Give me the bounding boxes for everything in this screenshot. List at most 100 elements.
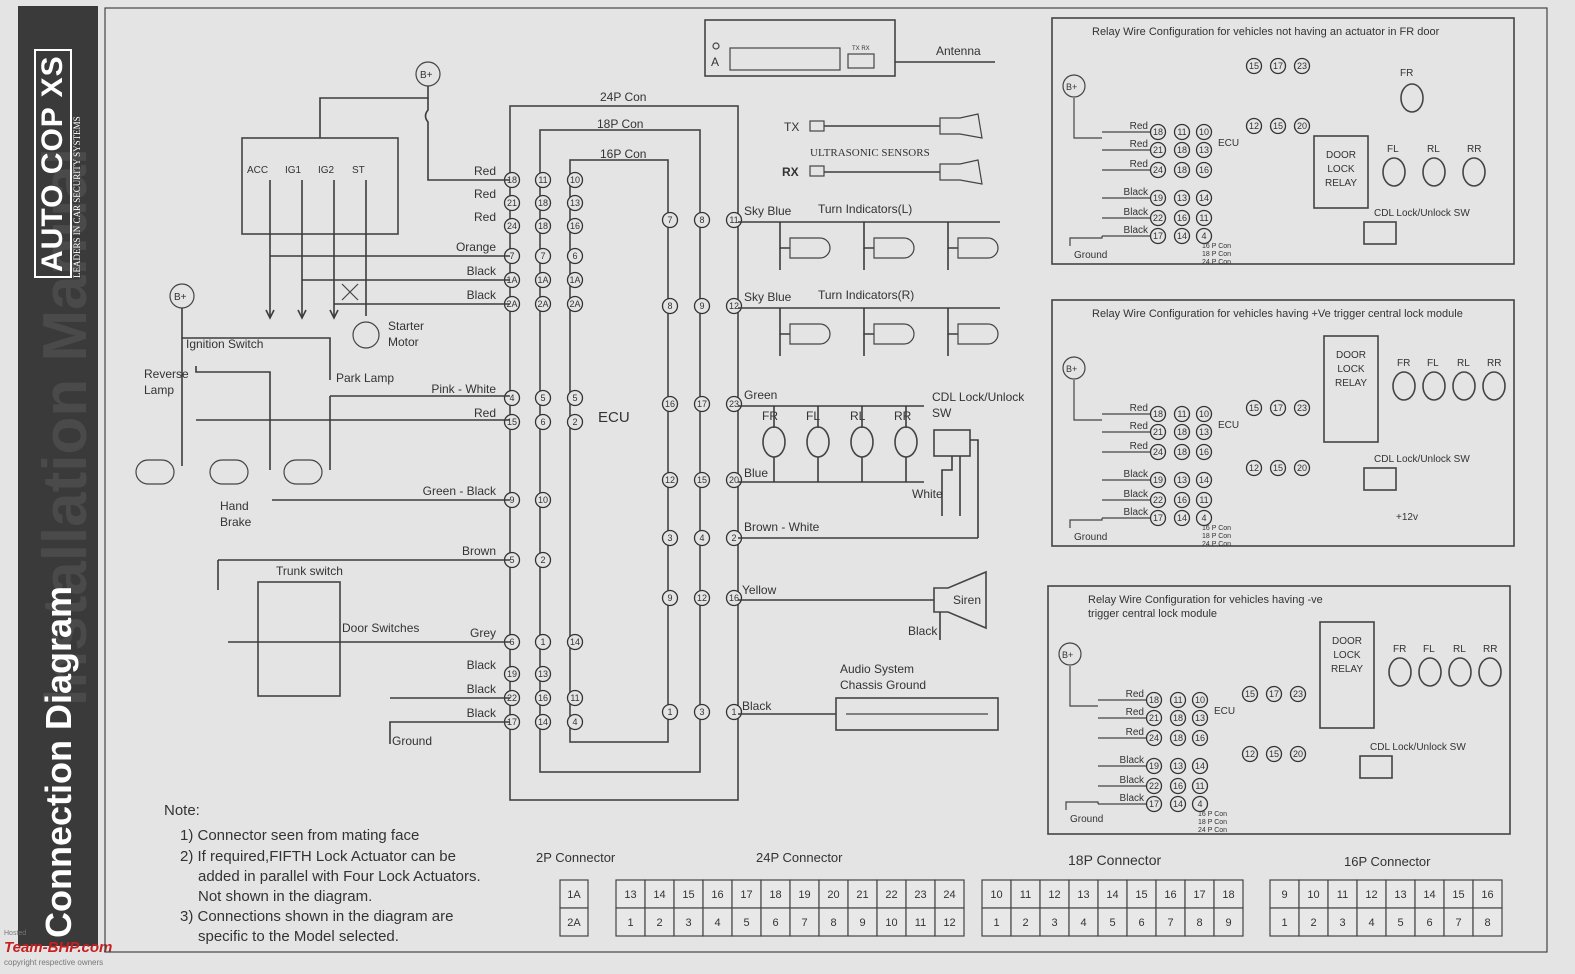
relay-wire-label: Red <box>1130 139 1148 150</box>
relay-pin-18p: 13 <box>1173 189 1191 207</box>
ground-label-left: Ground <box>392 734 432 748</box>
svg-text:14: 14 <box>1177 231 1187 241</box>
svg-text:9: 9 <box>667 593 672 603</box>
relay-pin-24p: 17 <box>1149 509 1167 527</box>
pin-mid-a-9: 9 <box>661 589 679 607</box>
svg-text:13: 13 <box>1173 761 1183 771</box>
relay-pin-24p: 22 <box>1145 777 1163 795</box>
relay-pin-24p: 19 <box>1149 189 1167 207</box>
label-16p-con: 16P Con <box>600 147 646 161</box>
svg-text:14: 14 <box>653 889 665 901</box>
motor-label-FR: FR <box>762 409 778 423</box>
cdl-switch-icon <box>933 429 971 457</box>
svg-text:17: 17 <box>697 399 707 409</box>
relay-ground-label: Ground <box>1074 250 1107 261</box>
pin-18p-18: 18 <box>534 194 552 212</box>
pin-24p-24: 24 <box>503 217 521 235</box>
connector-24p-frame <box>509 105 739 801</box>
lock-motor-icon <box>850 426 874 458</box>
relay-ground-label: Ground <box>1074 532 1107 543</box>
pin-mid-b-8: 8 <box>693 211 711 229</box>
note-title: Note: <box>164 802 200 819</box>
svg-text:11: 11 <box>1020 889 1031 901</box>
door-lock-relay-box <box>1319 621 1375 729</box>
diagram-frame <box>104 7 1548 953</box>
svg-text:17: 17 <box>1153 513 1163 523</box>
svg-text:15: 15 <box>682 889 694 901</box>
pin-24p-4: 4 <box>503 389 521 407</box>
pin-16p-11: 11 <box>566 689 584 707</box>
relay-pin-bottom: 15 <box>1269 459 1287 477</box>
relay-con-label: 18 P Con <box>1202 533 1231 540</box>
pin-18p-16: 16 <box>534 689 552 707</box>
turn-indicators-right <box>779 308 999 356</box>
relay-panel-title: Relay Wire Configuration for vehicles ha… <box>1092 308 1463 320</box>
relay-cdl-switch-icon <box>1363 221 1397 245</box>
footer-host: Hosted <box>4 930 27 937</box>
svg-text:2A: 2A <box>569 299 580 309</box>
svg-text:4: 4 <box>572 717 577 727</box>
antenna-led-icon <box>712 42 720 50</box>
relay-pin-16p: 11 <box>1195 491 1213 509</box>
relay-cdl-label: CDL Lock/Unlock SW <box>1374 208 1470 219</box>
relay-pin-18p: 18 <box>1173 161 1191 179</box>
lock-motor-icon <box>894 426 918 458</box>
svg-text:15: 15 <box>697 475 707 485</box>
svg-text:2A: 2A <box>506 299 517 309</box>
bplus-top-label: B+ <box>420 70 433 81</box>
svg-text:3: 3 <box>1339 917 1345 929</box>
svg-text:18: 18 <box>538 198 548 208</box>
ign-acc-label: ACC <box>247 165 268 176</box>
svg-text:13: 13 <box>1077 889 1089 901</box>
svg-text:9: 9 <box>699 301 704 311</box>
svg-text:RELAY: RELAY <box>1325 178 1357 189</box>
left-wire-label: Red <box>474 406 496 420</box>
svg-text:13: 13 <box>538 669 548 679</box>
relay-motor-icon <box>1382 157 1406 187</box>
relay-wire-label: Red <box>1130 421 1148 432</box>
turn-bulb-icon <box>873 323 915 345</box>
relay-pin-bottom: 20 <box>1293 117 1311 135</box>
relay-wire-label: Red <box>1130 403 1148 414</box>
pin-18p-1: 1 <box>534 633 552 651</box>
antenna-txrx-port <box>847 53 875 69</box>
fuse-icon <box>424 98 510 181</box>
relay-panel-2: Relay Wire Configuration for vehicles ha… <box>1051 299 1515 548</box>
relay-pin-16p: 10 <box>1195 405 1213 423</box>
white-label: White <box>912 487 943 501</box>
pin-18p-6: 6 <box>534 413 552 431</box>
connector-18p-frame <box>539 129 701 773</box>
relay-wire-label: Black <box>1120 775 1145 786</box>
relay-pin-24p: 21 <box>1149 423 1167 441</box>
svg-text:8: 8 <box>1484 917 1490 929</box>
siren-icon <box>933 570 987 630</box>
svg-text:4: 4 <box>1368 917 1374 929</box>
svg-text:16: 16 <box>1199 165 1209 175</box>
svg-text:22: 22 <box>1149 781 1159 791</box>
relay-motor-icon <box>1448 657 1472 687</box>
relay-panel-title: Relay Wire Configuration for vehicles ha… <box>1088 594 1323 606</box>
svg-text:18: 18 <box>1173 713 1183 723</box>
relay-pin-top: 23 <box>1289 685 1307 703</box>
svg-text:10: 10 <box>990 889 1002 901</box>
svg-text:15: 15 <box>1135 889 1147 901</box>
svg-text:7: 7 <box>540 251 545 261</box>
left-wire-label: Black <box>467 658 497 672</box>
svg-text:9: 9 <box>1281 889 1287 901</box>
svg-text:9: 9 <box>509 495 514 505</box>
svg-text:4: 4 <box>714 917 720 929</box>
relay-pin-16p: 13 <box>1195 423 1213 441</box>
bplus-left-label: B+ <box>174 292 187 303</box>
svg-text:12: 12 <box>1365 889 1377 901</box>
relay-wire-label: Red <box>1130 441 1148 452</box>
ultrasonic-tx-label: TX <box>784 120 799 134</box>
svg-text:FL: FL <box>1423 644 1435 655</box>
relay-pin-16p: 16 <box>1195 443 1213 461</box>
svg-text:21: 21 <box>507 198 517 208</box>
relay-pin-24p: 21 <box>1145 709 1163 727</box>
svg-text:B+: B+ <box>1066 364 1077 374</box>
relay-ground-label: Ground <box>1070 814 1103 825</box>
relay-con-label: 16 P Con <box>1202 525 1231 532</box>
svg-text:16: 16 <box>1164 889 1176 901</box>
